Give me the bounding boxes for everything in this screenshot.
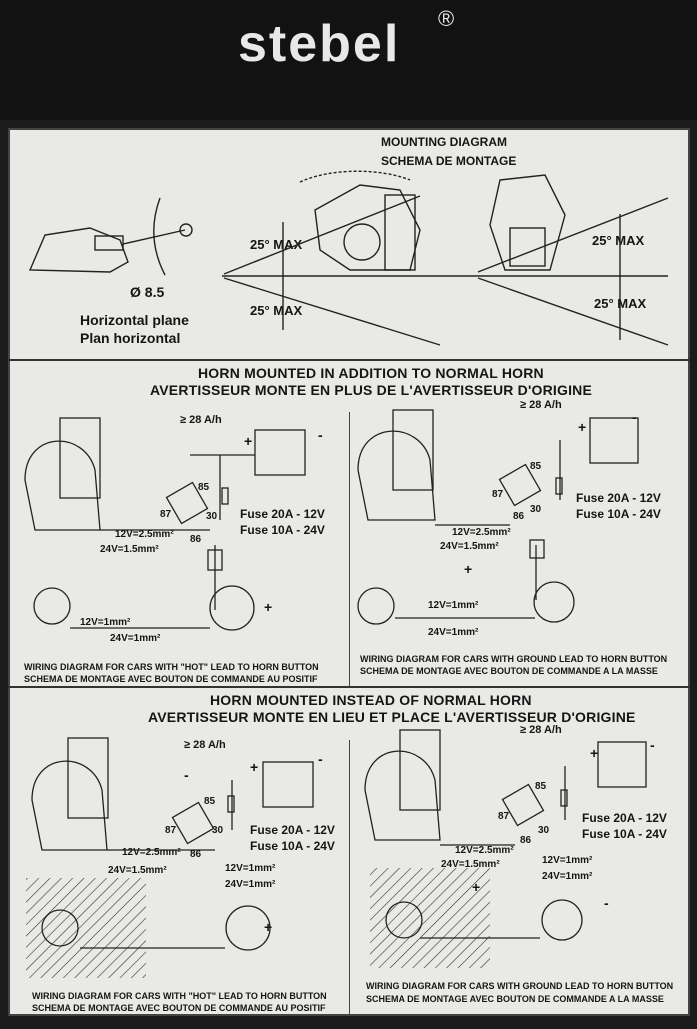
s2r-fuse12: Fuse 20A - 12V	[582, 811, 667, 825]
s1r-fuse12: Fuse 20A - 12V	[576, 491, 661, 505]
s2l-minus2: -	[184, 767, 189, 783]
s2r-plus: +	[590, 745, 599, 761]
mounting-title-fr: SCHEMA DE MONTAGE	[381, 154, 517, 168]
s1r-plus2: +	[464, 561, 473, 577]
s2l-plus2: +	[264, 919, 273, 935]
plane-label-fr: Plan horizontal	[80, 330, 181, 346]
s2l-wire24: 24V=1.5mm²	[108, 865, 167, 876]
s2r-caption-fr: SCHEMA DE MONTAGE AVEC BOUTON DE COMMAND…	[366, 994, 664, 1004]
separator-section2	[8, 686, 690, 688]
vertical-divider-1	[349, 412, 350, 686]
brand-logo: stebel	[238, 15, 401, 73]
s1r-capacity: ≥ 28 A/h	[520, 399, 562, 411]
s1l-wire12s: 12V=1mm²	[80, 617, 131, 628]
s1l-plus2: +	[264, 599, 273, 615]
section2-title-fr: AVERTISSEUR MONTE EN LIEU ET PLACE L'AVE…	[148, 709, 636, 725]
s1r-plus: +	[578, 419, 587, 435]
section1-title-en: HORN MOUNTED IN ADDITION TO NORMAL HORN	[198, 365, 544, 381]
plane-label-en: Horizontal plane	[80, 312, 189, 328]
s2l-85: 85	[204, 796, 216, 807]
s1l-86: 86	[190, 534, 202, 545]
angle-label-3: 25° MAX	[592, 233, 645, 248]
s2r-fuse24: Fuse 10A - 24V	[582, 827, 667, 841]
section2-title-en: HORN MOUNTED INSTEAD OF NORMAL HORN	[210, 692, 532, 708]
s2r-minus2: -	[604, 895, 609, 911]
angle-label-2: 25° MAX	[250, 303, 303, 318]
brand-header: stebel ®	[0, 0, 697, 120]
registered-mark: ®	[438, 6, 455, 31]
separator-mounting	[8, 359, 690, 361]
s2l-caption-en: WIRING DIAGRAM FOR CARS WITH "HOT" LEAD …	[32, 991, 327, 1001]
s1r-wire12s: 12V=1mm²	[428, 600, 479, 611]
s2l-86: 86	[190, 849, 202, 860]
s2r-85: 85	[535, 781, 547, 792]
s2l-wire24s: 24V=1mm²	[225, 879, 276, 890]
s2r-capacity: ≥ 28 A/h	[520, 724, 562, 736]
s2l-wire12: 12V=2.5mm²	[122, 847, 181, 858]
s2r-wire12: 12V=2.5mm²	[455, 845, 514, 856]
s1r-30: 30	[530, 504, 542, 515]
s1l-wire24s: 24V=1mm²	[110, 633, 161, 644]
mounting-title-en: MOUNTING DIAGRAM	[381, 135, 507, 149]
s1l-wire24: 24V=1.5mm²	[100, 544, 159, 555]
hole-diameter-label: Ø 8.5	[130, 284, 165, 300]
s1l-30: 30	[206, 511, 218, 522]
s2l-caption-fr: SCHEMA DE MONTAGE AVEC BOUTON DE COMMAND…	[32, 1003, 326, 1013]
s2r-86: 86	[520, 835, 532, 846]
s2r-wire12s: 12V=1mm²	[542, 855, 593, 866]
s2l-wire12s: 12V=1mm²	[225, 863, 276, 874]
s2l-capacity: ≥ 28 A/h	[184, 739, 226, 751]
s2l-fuse12: Fuse 20A - 12V	[250, 823, 335, 837]
s2r-wire24: 24V=1.5mm²	[441, 859, 500, 870]
s1r-87: 87	[492, 489, 504, 500]
s2l-plus: +	[250, 759, 259, 775]
s1r-86: 86	[513, 511, 525, 522]
s1r-wire24: 24V=1.5mm²	[440, 541, 499, 552]
s1r-85: 85	[530, 461, 542, 472]
s1r-wire12: 12V=2.5mm²	[452, 527, 511, 538]
s2r-caption-en: WIRING DIAGRAM FOR CARS WITH GROUND LEAD…	[366, 981, 674, 991]
s1l-87: 87	[160, 509, 172, 520]
s2l-87: 87	[165, 825, 177, 836]
s2r-wire24s: 24V=1mm²	[542, 871, 593, 882]
section1-title-fr: AVERTISSEUR MONTE EN PLUS DE L'AVERTISSE…	[150, 382, 593, 398]
s1l-minus: -	[318, 427, 323, 443]
s1l-caption-en: WIRING DIAGRAM FOR CARS WITH "HOT" LEAD …	[24, 662, 319, 672]
s2l-minus: -	[318, 751, 323, 767]
s1l-wire12: 12V=2.5mm²	[115, 529, 174, 540]
s1l-85: 85	[198, 482, 210, 493]
s1r-caption-en: WIRING DIAGRAM FOR CARS WITH GROUND LEAD…	[360, 654, 668, 664]
s1l-capacity: ≥ 28 A/h	[180, 414, 222, 426]
s2r-minus: -	[650, 737, 655, 753]
s1l-plus: +	[244, 433, 253, 449]
vertical-divider-2	[349, 740, 350, 1016]
s2l-30: 30	[212, 825, 224, 836]
s1r-fuse24: Fuse 10A - 24V	[576, 507, 661, 521]
s1l-fuse24: Fuse 10A - 24V	[240, 523, 325, 537]
s1r-caption-fr: SCHEMA DE MONTAGE AVEC BOUTON DE COMMAND…	[360, 666, 658, 676]
s1r-wire24s: 24V=1mm²	[428, 627, 479, 638]
s2r-30: 30	[538, 825, 550, 836]
s2l-fuse24: Fuse 10A - 24V	[250, 839, 335, 853]
s2r-87: 87	[498, 811, 510, 822]
s1l-fuse12: Fuse 20A - 12V	[240, 507, 325, 521]
s1l-caption-fr: SCHEMA DE MONTAGE AVEC BOUTON DE COMMAND…	[24, 674, 318, 684]
s1r-minus: -	[632, 409, 637, 425]
